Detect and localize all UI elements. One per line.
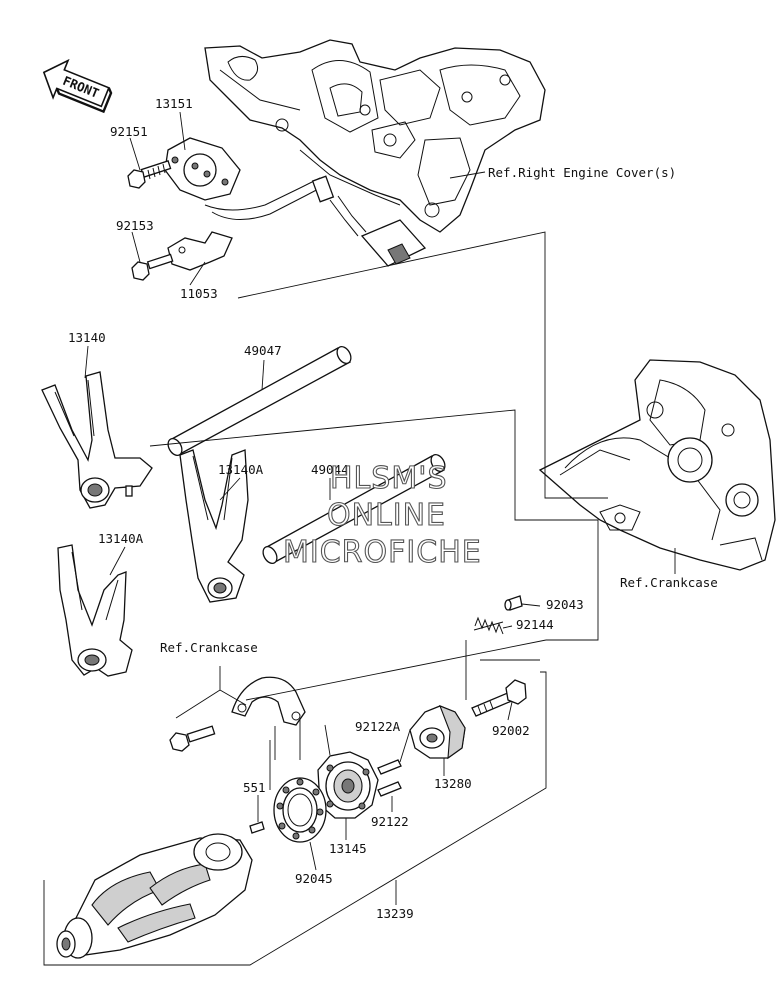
label-49047: 49047	[244, 343, 282, 358]
right-engine-cover	[204, 39, 546, 233]
bolt-crankcase-left	[169, 725, 216, 752]
neutral-switch-13151	[164, 137, 241, 201]
watermark-line2: ONLINE	[327, 498, 446, 533]
ref-right-engine-cover: Ref.Right Engine Cover(s)	[488, 165, 676, 180]
label-92151: 92151	[110, 124, 148, 139]
pin-92122A	[377, 759, 402, 775]
shift-fork-13140A-lower	[57, 544, 133, 677]
spring-92144	[473, 616, 504, 635]
label-92002: 92002	[492, 723, 530, 738]
label-13280: 13280	[434, 776, 472, 791]
shift-drum-13239	[56, 833, 253, 959]
label-13140A-upper: 13140A	[218, 462, 264, 477]
wiring-harness	[204, 175, 427, 267]
label-13140: 13140	[68, 330, 106, 345]
label-11053: 11053	[180, 286, 218, 301]
assembly-frame-lines	[43, 231, 608, 966]
crankcase-section	[538, 359, 776, 571]
shaft-49044	[262, 453, 446, 565]
label-leaders	[84, 111, 676, 905]
bolt-92151	[127, 160, 172, 189]
ref-crankcase-left: Ref.Crankcase	[160, 640, 258, 655]
label-13140A-lower: 13140A	[98, 531, 144, 546]
label-551: 551	[243, 780, 266, 795]
ref-crankcase-right: Ref.Crankcase	[620, 575, 718, 590]
pin-551	[249, 821, 265, 834]
label-92122: 92122	[371, 814, 409, 829]
bearing-92045	[273, 777, 327, 843]
drum-holder-plate	[231, 676, 306, 726]
pin-92122	[377, 781, 402, 797]
bolt-92153	[131, 253, 174, 281]
label-92122A: 92122A	[355, 719, 401, 734]
label-49044: 49044	[311, 462, 349, 477]
label-92144: 92144	[516, 617, 554, 632]
cam-13280	[409, 705, 466, 760]
label-13151: 13151	[155, 96, 193, 111]
bolt-92002	[471, 679, 527, 717]
bracket-11053	[167, 231, 233, 271]
label-92043: 92043	[546, 597, 584, 612]
label-13239: 13239	[376, 906, 414, 921]
label-92045: 92045	[295, 871, 333, 886]
shaft-49047	[167, 345, 352, 457]
pin-92043	[504, 595, 523, 611]
watermark-line3: MICROFICHE	[283, 535, 482, 570]
part-labels: 13151 92151 92153 11053 13140 49047 1314…	[68, 96, 718, 921]
shift-fork-13140	[41, 371, 153, 509]
watermark: HLSM'S ONLINE MICROFICHE	[282, 460, 482, 570]
label-92153: 92153	[116, 218, 154, 233]
watermark-line1: HLSM'S	[330, 461, 448, 496]
front-direction-arrow: FRONT	[42, 58, 113, 114]
shift-segment-13145	[317, 751, 379, 819]
label-13145: 13145	[329, 841, 367, 856]
